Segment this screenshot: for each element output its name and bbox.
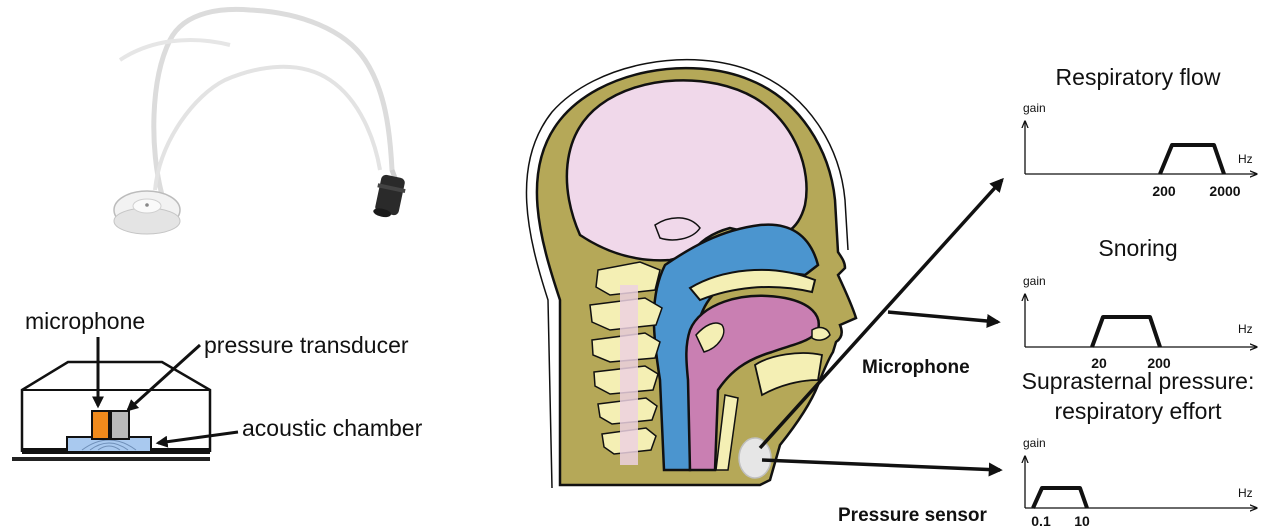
sensor-cable — [154, 9, 392, 195]
microphone-element — [92, 411, 109, 439]
acoustic-chamber-label: acoustic chamber — [242, 415, 423, 441]
y-axis-label: gain — [1023, 101, 1046, 115]
x-axis-unit: Hz — [1238, 486, 1253, 500]
microphone-label: microphone — [25, 308, 145, 334]
graph-title: Snoring — [1098, 235, 1177, 261]
bandpass-curve — [1092, 317, 1160, 347]
graph-title: Respiratory flow — [1056, 64, 1221, 90]
band-high-label: 10 — [1074, 513, 1090, 528]
band-low-label: 0.1 — [1031, 513, 1051, 528]
pressure-transducer-label: pressure transducer — [204, 332, 409, 358]
snoring-signal-arrow — [888, 312, 998, 322]
graph-snoring: Snoring gain Hz 20 200 — [1023, 235, 1256, 371]
band-low-label: 200 — [1152, 183, 1176, 199]
suprasternal-sensor — [739, 438, 771, 478]
pressure-signal-arrow — [762, 460, 1000, 470]
y-axis-label: gain — [1023, 436, 1046, 450]
bandpass-curve — [1160, 145, 1224, 174]
graph-respiratory-flow: Respiratory flow gain Hz 200 2000 — [1023, 64, 1256, 199]
chamber-arrow — [158, 432, 238, 443]
bandpass-curve — [1033, 488, 1087, 508]
band-high-label: 2000 — [1209, 183, 1240, 199]
sensor-cross-section: microphone pressure transducer acoustic … — [12, 308, 423, 461]
x-axis-unit: Hz — [1238, 152, 1253, 166]
pressure-sensor-channel-label: Pressure sensor — [838, 505, 988, 526]
graph-title-line-1: Suprasternal pressure: — [1022, 368, 1255, 394]
graph-suprasternal-pressure: Suprasternal pressure: respiratory effor… — [1022, 368, 1256, 528]
microphone-channel-label: Microphone — [862, 357, 970, 378]
graph-title-line-2: respiratory effort — [1054, 398, 1222, 424]
y-axis-label: gain — [1023, 274, 1046, 288]
head-anatomy — [526, 60, 856, 488]
x-axis-unit: Hz — [1238, 322, 1253, 336]
pressure-transducer-element — [111, 411, 129, 439]
sensor-photo — [114, 9, 406, 234]
